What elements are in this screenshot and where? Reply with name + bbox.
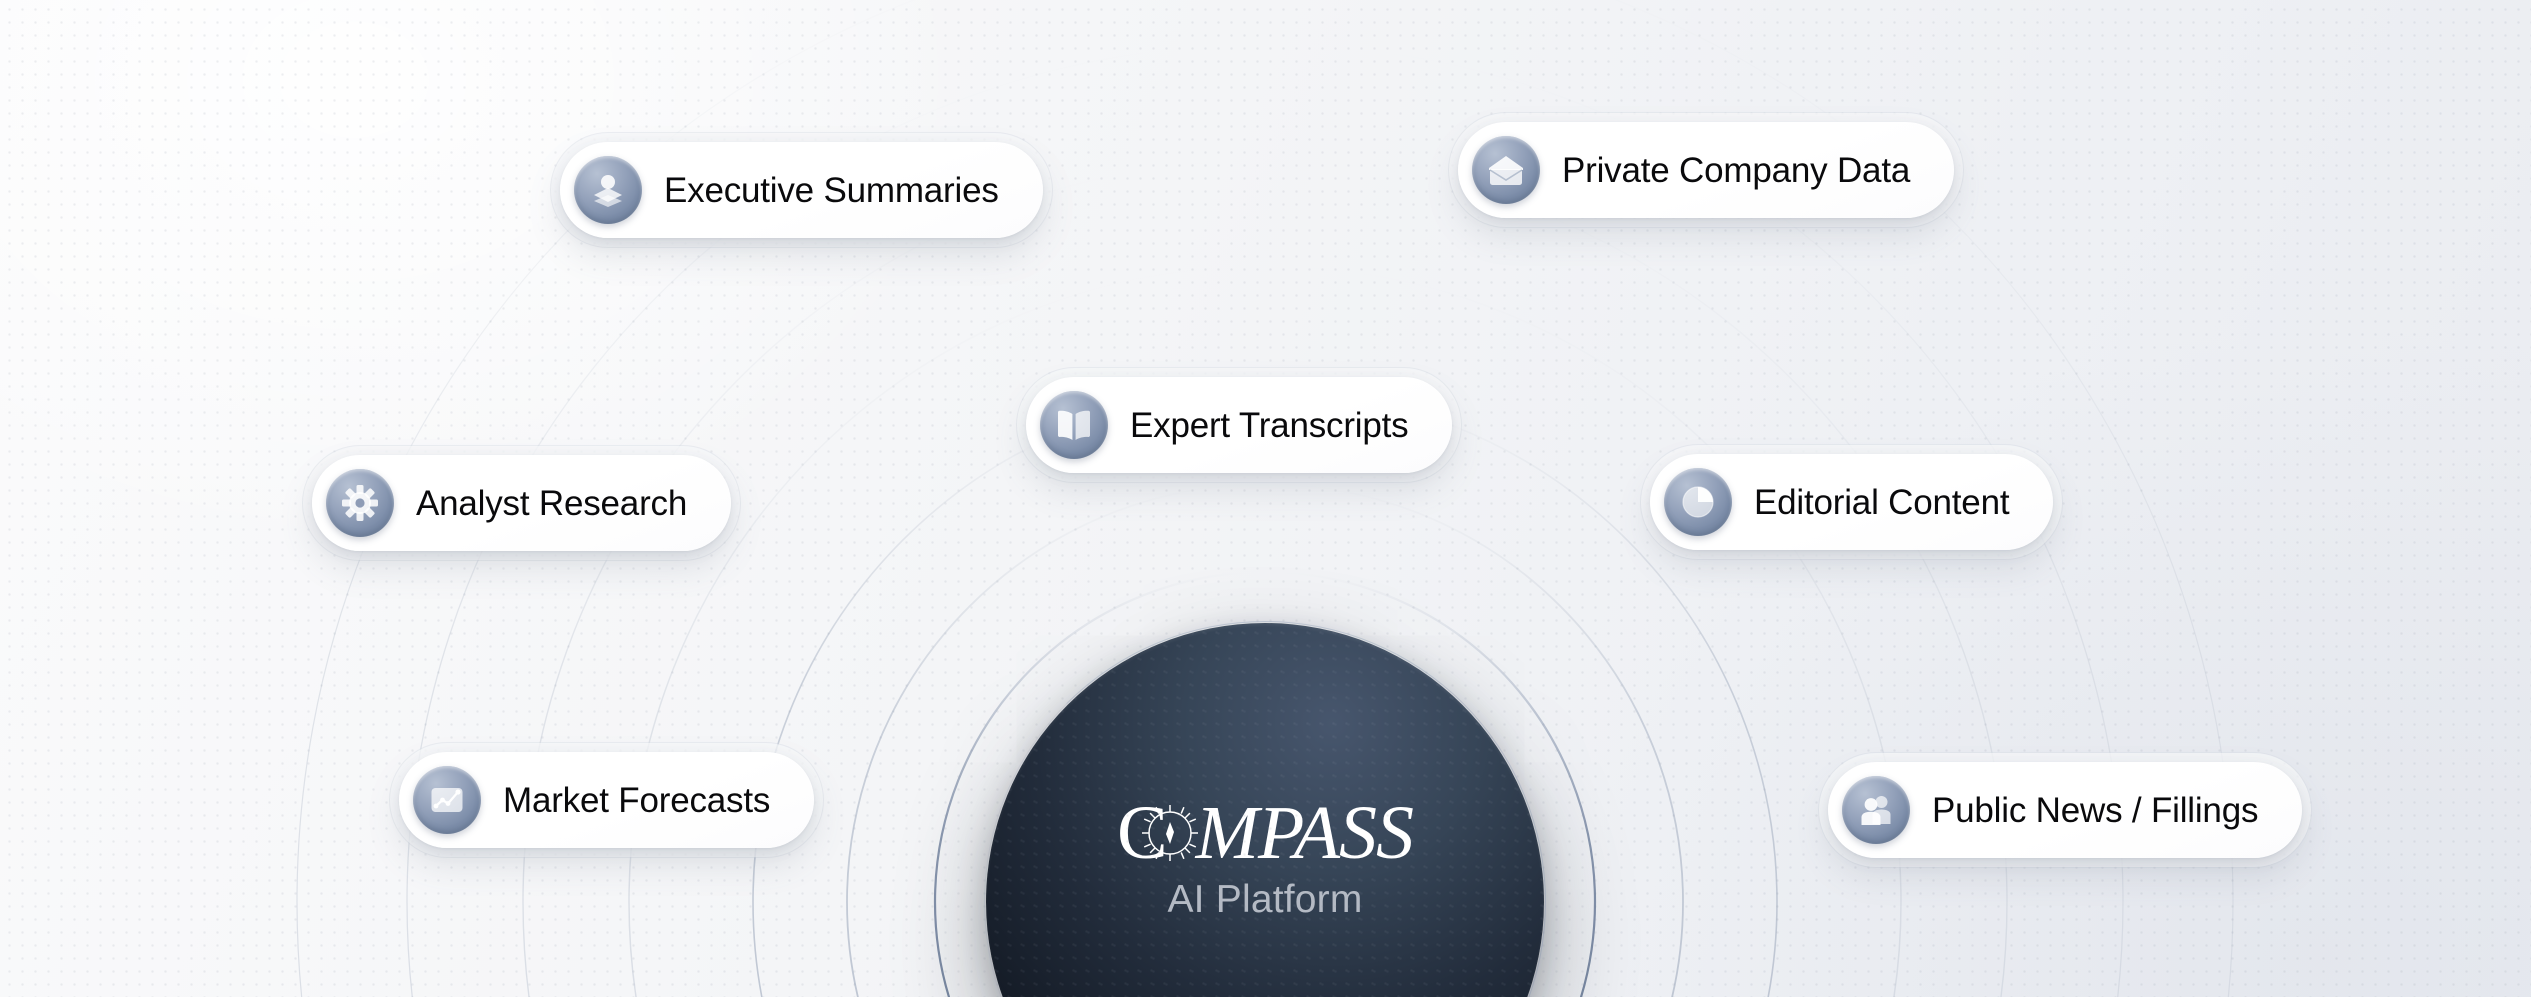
pie-chart-icon <box>1664 468 1732 536</box>
node-label: Executive Summaries <box>664 170 999 210</box>
node-market-forecasts[interactable]: Market Forecasts <box>399 752 815 848</box>
node-editorial-content[interactable]: Editorial Content <box>1650 454 2054 550</box>
open-envelope-icon <box>1472 136 1540 204</box>
node-private-company-data[interactable]: Private Company Data <box>1458 122 1955 218</box>
hub-orb-rim <box>984 621 1546 997</box>
node-label: Expert Transcripts <box>1130 405 1409 445</box>
node-label: Market Forecasts <box>503 780 771 820</box>
person-layers-icon <box>574 156 642 224</box>
node-analyst-research[interactable]: Analyst Research <box>312 455 732 551</box>
gear-icon <box>326 469 394 537</box>
node-expert-transcripts[interactable]: Expert Transcripts <box>1026 377 1453 473</box>
node-label: Public News / Fillings <box>1932 790 2259 830</box>
node-label: Analyst Research <box>416 483 688 523</box>
line-chart-icon <box>413 766 481 834</box>
node-label: Private Company Data <box>1562 150 1911 190</box>
node-public-news-fillings[interactable]: Public News / Fillings <box>1828 762 2303 858</box>
open-book-icon <box>1040 391 1108 459</box>
two-people-icon <box>1842 776 1910 844</box>
node-label: Editorial Content <box>1754 482 2010 522</box>
node-executive-summaries[interactable]: Executive Summaries <box>560 142 1043 238</box>
